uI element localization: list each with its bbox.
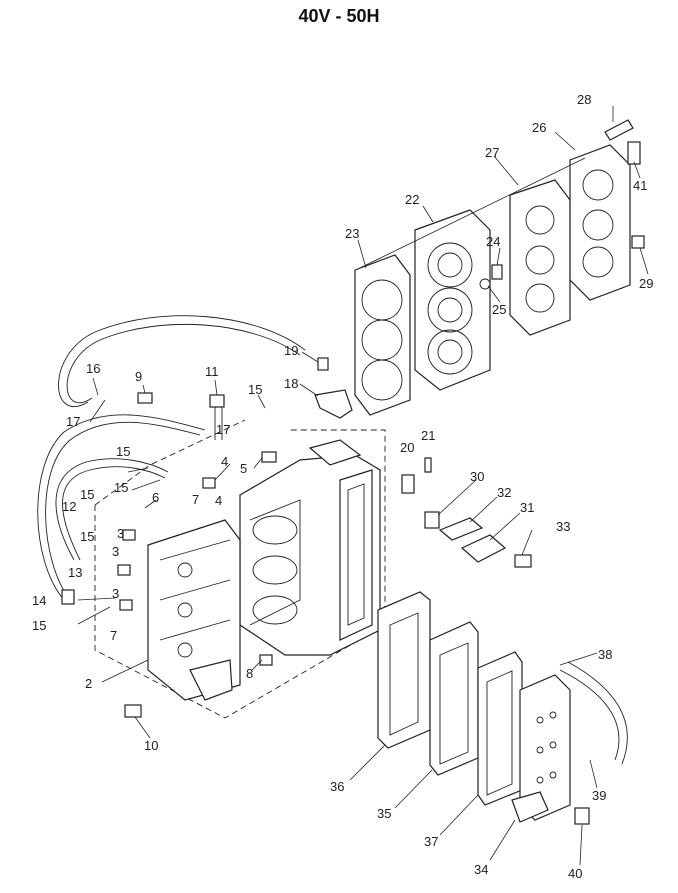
callout-15: 15 (80, 487, 94, 502)
callout-7: 7 (192, 492, 199, 507)
callout-17: 17 (216, 422, 230, 437)
fasteners (117, 392, 590, 825)
callout-18: 18 (284, 376, 298, 391)
callout-11: 11 (205, 364, 219, 379)
callout-3: 3 (112, 586, 119, 601)
callout-7: 7 (110, 628, 117, 643)
callout-14: 14 (32, 593, 46, 608)
callout-28: 28 (577, 92, 591, 107)
callout-24: 24 (486, 234, 500, 249)
callout-19: 19 (284, 343, 298, 358)
callout-33: 33 (556, 519, 570, 534)
callout-29: 29 (639, 276, 653, 291)
hoses (37, 315, 306, 605)
callout-15: 15 (248, 382, 262, 397)
callout-26: 26 (532, 120, 546, 135)
callout-34: 34 (474, 862, 488, 877)
callout-23: 23 (345, 226, 359, 241)
callout-13: 13 (68, 565, 82, 580)
callout-9: 9 (135, 369, 142, 384)
callout-39: 39 (592, 788, 606, 803)
callout-25: 25 (492, 302, 506, 317)
callout-41: 41 (633, 178, 647, 193)
page-title: 40V - 50H (298, 6, 380, 26)
head-cover-group (354, 119, 645, 416)
callout-3: 3 (112, 544, 119, 559)
callout-17: 17 (66, 414, 80, 429)
callout-30: 30 (470, 469, 484, 484)
callout-35: 35 (377, 806, 391, 821)
callout-16: 16 (86, 361, 100, 376)
callout-36: 36 (330, 779, 344, 794)
callout-20: 20 (400, 440, 414, 455)
callout-40: 40 (568, 866, 582, 881)
clamp-parts (314, 357, 353, 419)
thermostat-cover (438, 517, 507, 563)
callout-37: 37 (424, 834, 438, 849)
callout-6: 6 (152, 490, 159, 505)
cylinder-block (147, 439, 381, 701)
callout-3: 3 (117, 526, 124, 541)
callout-4: 4 (215, 493, 222, 508)
callout-15: 15 (116, 444, 130, 459)
callout-8: 8 (246, 666, 253, 681)
assembly-outline (94, 419, 386, 719)
callout-15: 15 (32, 618, 46, 633)
callout-31: 31 (520, 500, 534, 515)
callout-38: 38 (598, 647, 612, 662)
callout-32: 32 (497, 485, 511, 500)
callout-5: 5 (240, 461, 247, 476)
callout-22: 22 (405, 192, 419, 207)
callout-10: 10 (144, 738, 158, 753)
callout-15: 15 (114, 480, 128, 495)
callout-15: 15 (80, 529, 94, 544)
callout-27: 27 (485, 145, 499, 160)
callout-labels: 2 3 3 3 4 4 5 6 7 7 8 9 10 11 12 13 14 1… (32, 92, 653, 881)
callout-4: 4 (221, 454, 228, 469)
leader-lines (77, 106, 649, 866)
callout-2: 2 (85, 676, 92, 691)
callout-21: 21 (421, 428, 435, 443)
callout-12: 12 (62, 499, 76, 514)
